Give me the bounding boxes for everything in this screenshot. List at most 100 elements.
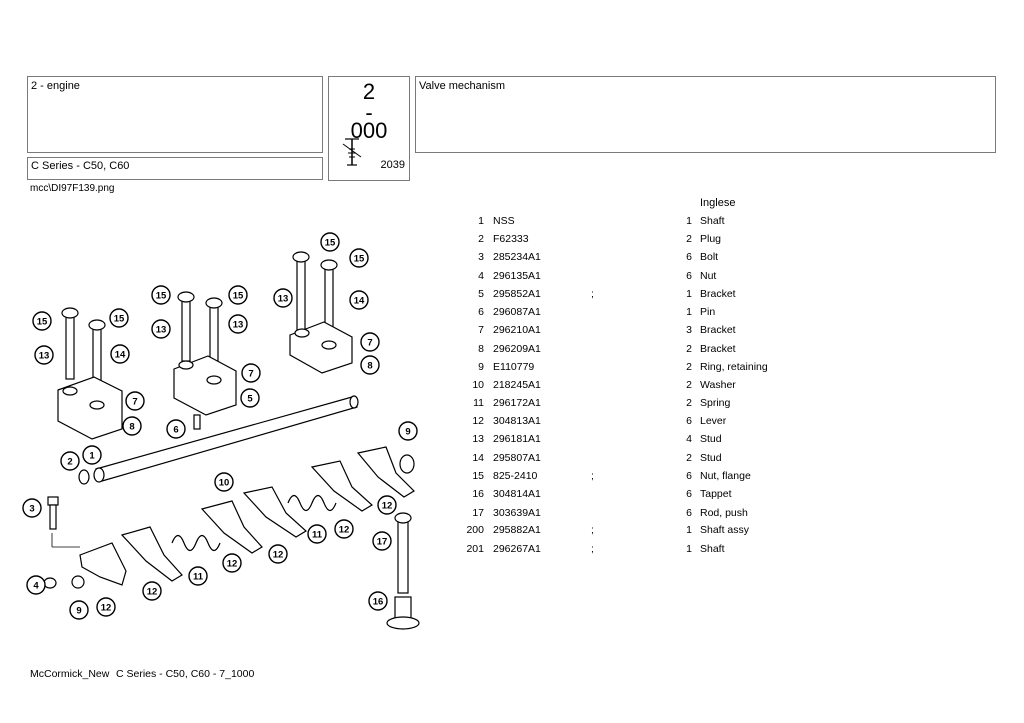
part-code: NSS: [493, 215, 515, 227]
svg-text:13: 13: [233, 320, 244, 331]
part-note: ;: [591, 470, 594, 482]
part-index: 1: [478, 215, 484, 227]
part-qty: 6: [686, 415, 692, 427]
part-row: 3 285234A1 6 Bolt: [460, 251, 880, 265]
callout-13: 13: [273, 288, 293, 308]
part-description: Shaft: [700, 215, 725, 227]
part-index: 14: [472, 452, 484, 464]
part-description: Stud: [700, 433, 722, 445]
part-code: 296135A1: [493, 270, 541, 282]
part-code: 295807A1: [493, 452, 541, 464]
part-qty: 1: [686, 524, 692, 536]
part-row: 4 296135A1 6 Nut: [460, 270, 880, 284]
part-index: 201: [466, 543, 484, 555]
svg-text:11: 11: [312, 530, 323, 541]
svg-text:9: 9: [405, 427, 410, 438]
part-description: Washer: [700, 379, 736, 391]
callout-9: 9: [398, 421, 418, 441]
part-description: Stud: [700, 452, 722, 464]
svg-text:7: 7: [367, 338, 372, 349]
part-row: 200 295882A1 ; 1 Shaft assy: [460, 524, 880, 538]
part-description: Ring, retaining: [700, 361, 768, 373]
svg-text:3: 3: [29, 504, 34, 515]
series-box: C Series - C50, C60: [27, 157, 323, 180]
svg-text:1: 1: [89, 451, 95, 462]
svg-text:13: 13: [39, 351, 50, 362]
part-index: 12: [472, 415, 484, 427]
callout-8: 8: [360, 355, 380, 375]
group-code-clipped: 000: [329, 119, 409, 143]
callout-17: 17: [372, 531, 392, 551]
part-qty: 1: [686, 543, 692, 555]
callout-7: 7: [360, 332, 380, 352]
part-row: 11 296172A1 2 Spring: [460, 397, 880, 411]
svg-text:16: 16: [373, 597, 384, 608]
callout-15: 15: [109, 308, 129, 328]
part-description: Bracket: [700, 324, 736, 336]
callout-9: 9: [69, 600, 89, 620]
part-row: 15 825-2410 ; 6 Nut, flange: [460, 470, 880, 484]
callout-12: 12: [222, 553, 242, 573]
title-box: Valve mechanism: [415, 76, 996, 153]
part-qty: 2: [686, 452, 692, 464]
callout-7: 7: [125, 391, 145, 411]
part-code: 304813A1: [493, 415, 541, 427]
callout-15: 15: [151, 285, 171, 305]
part-qty: 6: [686, 270, 692, 282]
svg-text:15: 15: [156, 291, 167, 302]
group-code-dash: -: [365, 100, 373, 125]
section-title: 2 - engine: [31, 80, 80, 92]
part-note: ;: [591, 524, 594, 536]
part-qty: 1: [686, 288, 692, 300]
callout-8: 8: [122, 416, 142, 436]
part-code: 285234A1: [493, 251, 541, 263]
callout-13: 13: [151, 319, 171, 339]
part-index: 13: [472, 433, 484, 445]
part-qty: 6: [686, 507, 692, 519]
part-row: 8 296209A1 2 Bracket: [460, 343, 880, 357]
part-qty: 3: [686, 324, 692, 336]
callout-15: 15: [32, 311, 52, 331]
svg-text:14: 14: [354, 296, 365, 307]
svg-text:17: 17: [377, 537, 388, 548]
part-code: F62333: [493, 233, 529, 245]
svg-text:15: 15: [37, 317, 48, 328]
part-code: E110779: [493, 361, 535, 373]
callout-16: 16: [368, 591, 388, 611]
svg-text:15: 15: [114, 314, 125, 325]
callout-15: 15: [320, 232, 340, 252]
part-qty: 4: [686, 433, 692, 445]
part-description: Pin: [700, 306, 716, 318]
part-index: 15: [472, 470, 484, 482]
part-row: 13 296181A1 4 Stud: [460, 433, 880, 447]
callout-6: 6: [166, 419, 186, 439]
part-qty: 6: [686, 470, 692, 482]
part-row: 9 E110779 2 Ring, retaining: [460, 361, 880, 375]
part-qty: 6: [686, 488, 692, 500]
part-description: Lever: [700, 415, 727, 427]
svg-text:11: 11: [193, 572, 204, 583]
group-code-box: 2 - 000 2039: [328, 76, 410, 181]
language-header: Inglese: [700, 197, 736, 209]
svg-text:12: 12: [227, 559, 238, 570]
part-code: 296087A1: [493, 306, 541, 318]
svg-text:2: 2: [67, 457, 72, 468]
part-note: ;: [591, 543, 594, 555]
callout-13: 13: [228, 314, 248, 334]
callout-13: 13: [34, 345, 54, 365]
callout-10: 10: [214, 472, 234, 492]
part-row: 14 295807A1 2 Stud: [460, 452, 880, 466]
part-qty: 1: [686, 215, 692, 227]
part-row: 16 304814A1 6 Tappet: [460, 488, 880, 502]
part-description: Plug: [700, 233, 722, 245]
part-code: 296210A1: [493, 324, 541, 336]
svg-text:12: 12: [339, 525, 350, 536]
callout-1: 1: [82, 445, 102, 465]
callout-12: 12: [142, 581, 162, 601]
footer-model: C Series - C50, C60 - 7_1000: [116, 668, 255, 680]
part-row: 17 303639A1 6 Rod, push: [460, 507, 880, 521]
part-index: 7: [478, 324, 484, 336]
part-code: 825-2410: [493, 470, 538, 482]
part-index: 17: [472, 507, 484, 519]
svg-text:12: 12: [273, 550, 284, 561]
